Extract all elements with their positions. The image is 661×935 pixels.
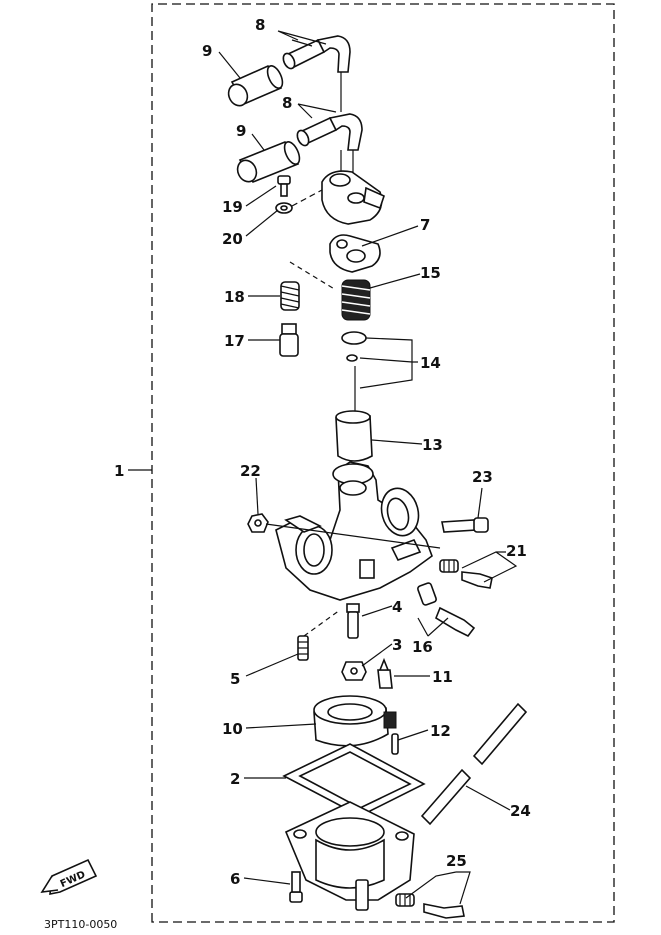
callout-24: 24	[510, 802, 531, 820]
part-20-washer	[275, 202, 293, 214]
callout-8-upper: 8	[255, 16, 265, 34]
part-2-float-chamber-gasket	[282, 743, 426, 817]
callout-6: 6	[230, 870, 240, 888]
part-8-pipe-lower	[296, 113, 363, 151]
callout-3: 3	[392, 636, 402, 654]
callout-5: 5	[230, 670, 240, 688]
callout-15: 15	[420, 264, 441, 282]
part-17-screw	[279, 323, 299, 357]
callout-20: 20	[222, 230, 243, 248]
callout-9-upper: 9	[202, 42, 212, 60]
assembly-boundary	[151, 3, 615, 923]
callout-19: 19	[222, 198, 243, 216]
callout-4: 4	[392, 598, 402, 616]
callout-23: 23	[472, 468, 493, 486]
carb-top-cover	[321, 170, 385, 225]
part-16-spring-and-screw	[417, 582, 476, 638]
part-18-spring	[280, 281, 300, 311]
callout-9-lower: 9	[236, 122, 246, 140]
part-13-throttle-valve	[335, 410, 373, 462]
part-25-air-screw	[395, 893, 465, 919]
part-24-overflow-pipe	[420, 702, 528, 826]
callout-1: 1	[114, 462, 124, 480]
callout-13: 13	[422, 436, 443, 454]
part-9-cap-upper	[227, 64, 284, 107]
part-7-plate	[329, 234, 381, 273]
callout-18: 18	[224, 288, 245, 306]
callout-11: 11	[432, 668, 453, 686]
part-6-screw	[289, 871, 303, 903]
callout-17: 17	[224, 332, 245, 350]
part-15-spring	[341, 279, 371, 321]
callout-21: 21	[506, 542, 527, 560]
float-chamber	[284, 801, 415, 911]
part-23-screw	[441, 517, 489, 533]
part-5-pilot-jet	[297, 635, 309, 661]
part-19-screw	[277, 175, 291, 197]
callout-8-lower: 8	[282, 94, 292, 112]
part-3-main-jet	[341, 661, 367, 681]
callout-7: 7	[420, 216, 430, 234]
callout-25: 25	[446, 852, 467, 870]
leader-lines	[218, 30, 518, 905]
carburetor-body	[275, 461, 433, 601]
part-21-spring-and-screw	[439, 559, 493, 589]
part-8-pipe-upper	[282, 35, 351, 73]
callout-10: 10	[222, 720, 243, 738]
callout-16: 16	[412, 638, 433, 656]
fwd-arrow-icon: FWD	[40, 858, 98, 895]
part-14-clip-and-needle	[341, 331, 367, 412]
part-code: 3PT110-0050	[44, 918, 117, 931]
part-10-float	[313, 695, 397, 747]
part-12-float-pin	[391, 733, 399, 755]
callout-2: 2	[230, 770, 240, 788]
part-22-nut	[247, 513, 269, 533]
callout-labels: 1 8 9 8 9 19 20 7 15 18 17 14 13 22 23 2…	[114, 16, 531, 888]
callout-12: 12	[430, 722, 451, 740]
callout-22: 22	[240, 462, 261, 480]
part-11-needle-valve	[377, 657, 393, 689]
part-9-cap-lower	[236, 141, 301, 183]
part-4-needle-jet	[346, 603, 360, 639]
callout-14: 14	[420, 354, 441, 372]
